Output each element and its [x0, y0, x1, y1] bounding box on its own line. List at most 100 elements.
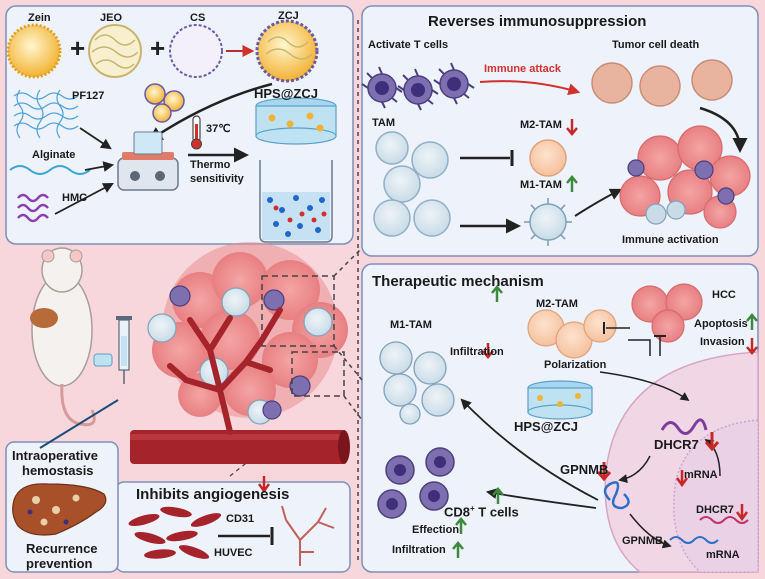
- cs-sphere: [169, 24, 223, 78]
- cd8-label: CD8+ T cells: [444, 504, 519, 520]
- gpnmb-small-label: GPNMB: [622, 535, 663, 547]
- mech-hps-zcj-label: HPS@ZCJ: [514, 419, 578, 434]
- activate-t-label: Activate T cells: [368, 39, 449, 51]
- pf127-mesh: [13, 89, 79, 139]
- zoom-line: [343, 395, 363, 421]
- m1-tam-label: M1-TAM: [520, 179, 562, 191]
- thermo-label: Thermo: [190, 159, 231, 171]
- infiltration-label: Infiltration: [450, 346, 504, 358]
- hemostasis-label-1: Intraoperative: [12, 448, 98, 463]
- arrow-alginate: [84, 161, 115, 172]
- zcj-label: ZCJ: [278, 10, 299, 22]
- alginate-label: Alginate: [32, 149, 76, 161]
- vessel-sprouts: [281, 505, 335, 566]
- cd8-sup: +: [470, 504, 475, 513]
- tumor-death-label: Tumor cell death: [612, 39, 700, 51]
- syringe-icon: [93, 316, 132, 384]
- arrow-m1-to-activation: [574, 188, 623, 217]
- cs-label: CS: [190, 12, 206, 24]
- arrow-gpnmb-mrna: [629, 513, 672, 549]
- cd8-suffix: T cells: [474, 504, 519, 520]
- arrow-gpnmb-m1: [460, 398, 599, 501]
- mech-m1-tam-label: M1-TAM: [390, 319, 432, 331]
- arrow-indicators: [257, 119, 758, 558]
- hemostasis-label-2: hemostasis: [22, 463, 94, 478]
- t-cells: [361, 62, 475, 111]
- arrow-zcj-to-stirrer: [147, 82, 273, 142]
- inhibit-connector: [628, 339, 651, 356]
- tam-label: TAM: [372, 117, 396, 129]
- huvec-label: HUVEC: [214, 547, 253, 559]
- connector-syringe-liver: [39, 399, 119, 449]
- cd8-prefix: CD8: [444, 504, 471, 520]
- reverses-title: Reverses immunosuppression: [428, 13, 647, 30]
- m1-tam-cell: [524, 198, 572, 246]
- plus-sign: +: [70, 33, 85, 63]
- tumor-mass: [147, 242, 348, 425]
- thermometer-icon: [191, 115, 202, 150]
- gpnmb-mrna: [669, 536, 719, 544]
- cd31-label: CD31: [226, 513, 255, 525]
- arrow-hmc: [54, 182, 114, 215]
- m2-tam-cells: [527, 309, 617, 359]
- nucleus: [673, 419, 759, 573]
- zcj-particles: [144, 83, 185, 123]
- cd8-t-cells: [377, 447, 455, 519]
- zoom-box-bottom: [291, 351, 345, 397]
- magnetic-stirrer: [117, 131, 179, 191]
- blood-vessel: [130, 307, 350, 464]
- alginate-chain: [9, 165, 91, 175]
- m2-tam-label: M2-TAM: [520, 119, 562, 131]
- hcc-label: HCC: [712, 289, 736, 301]
- dhcr7-label: DHCR7: [654, 437, 699, 452]
- zein-sphere: [6, 23, 62, 79]
- effection-label: Effection: [412, 524, 460, 536]
- immune-activation-cluster: [619, 125, 751, 229]
- invasion-label: Invasion: [700, 336, 745, 348]
- hmc-label: HMC: [62, 192, 88, 204]
- hmc-chains: [17, 193, 49, 223]
- gpnmb-protein: [603, 481, 630, 510]
- hps-zcj-disc: [527, 380, 593, 420]
- jeo-label: JEO: [100, 12, 123, 24]
- arrow-death-to-activation: [699, 106, 748, 153]
- arrow-pf127: [79, 127, 112, 150]
- immune-attack-arrow: [479, 80, 581, 96]
- mrna-label: mRNA: [684, 469, 718, 481]
- tam-cluster: [373, 131, 451, 237]
- mechanism-title: Therapeutic mechanism: [372, 273, 544, 290]
- pf127-label: PF127: [72, 90, 105, 102]
- recurrence-label-2: prevention: [26, 556, 93, 571]
- arrow-dhcr7-gpnmb: [618, 455, 651, 483]
- immune-attack-label: Immune attack: [484, 63, 562, 75]
- polarization-label: Polarization: [544, 359, 607, 371]
- beaker: [259, 160, 333, 243]
- arrow-mrna-dhcr7: [704, 438, 721, 477]
- immune-activation-label: Immune activation: [622, 234, 719, 246]
- hcc-cells: [631, 283, 703, 343]
- recurrence-label-1: Recurrence: [26, 541, 98, 556]
- huvec-cells: [128, 506, 222, 559]
- apoptosis-label: Apoptosis: [694, 318, 748, 330]
- zoom-box-top: [261, 275, 335, 347]
- zein-label: Zein: [28, 12, 51, 24]
- dhcr7-mrna: [699, 516, 749, 524]
- mrna2-label: mRNA: [706, 549, 740, 561]
- plus-sign: +: [150, 33, 165, 63]
- angio-title: Inhibits angiogenesis: [136, 486, 290, 503]
- dhcr7-protein: [660, 418, 708, 435]
- mouse-illustration: [30, 247, 96, 427]
- arrow-polarization: [599, 371, 690, 402]
- temperature-label: 37℃: [206, 123, 231, 135]
- gpnmb-label: GPNMB: [560, 462, 609, 477]
- m2-tam-cell: [529, 139, 567, 177]
- tumor-dying-cells: [591, 59, 733, 107]
- infiltration2-label: Infiltration: [392, 544, 446, 556]
- hydrogel-disc: [255, 97, 337, 145]
- jeo-sphere: [88, 24, 142, 78]
- m1-tam-cells: [379, 341, 455, 425]
- liver-illustration: [12, 483, 107, 536]
- dhcr7-small-label: DHCR7: [696, 504, 734, 516]
